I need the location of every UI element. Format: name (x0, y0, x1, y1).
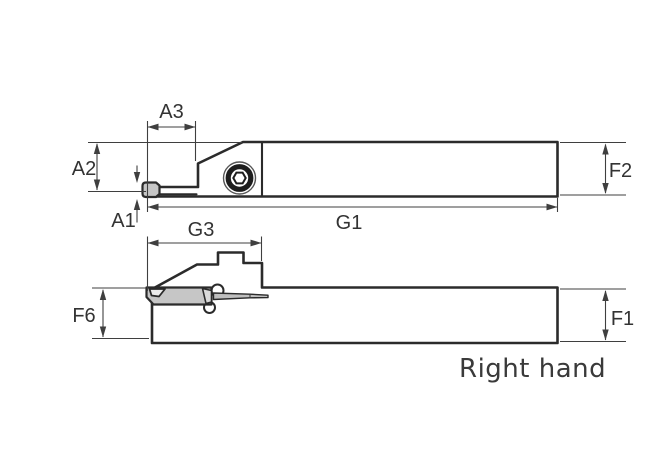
screw-hex-socket-icon (232, 171, 247, 185)
dimension-f6: F6 (72, 287, 149, 340)
dimension-a3: A3 (146, 101, 197, 212)
bottom-view-body-outline (150, 251, 559, 345)
dimension-a1: A1 (111, 165, 141, 232)
arrowhead-down (602, 183, 609, 194)
arrowhead-up (133, 199, 141, 210)
label-f6: F6 (72, 305, 95, 327)
handedness-caption: Right hand (459, 354, 606, 384)
dimension-a2: A2 (72, 141, 242, 193)
screw-outer-circle (222, 161, 257, 195)
arrowhead-up (99, 289, 107, 300)
dimension-f1: F1 (560, 288, 634, 343)
label-g1: G1 (336, 212, 363, 234)
arrowhead-left (147, 123, 159, 131)
arrowhead-left (147, 203, 159, 211)
top-side-view: A3 A2 A1 G1 (72, 101, 632, 234)
arrowhead-right (546, 203, 558, 211)
label-a1: A1 (111, 210, 135, 232)
top-view-insert-tip (141, 181, 161, 199)
arrowhead-right (250, 239, 262, 247)
clamp-wedge (201, 287, 213, 305)
label-f1: F1 (611, 308, 634, 330)
arrowhead-up (93, 143, 101, 154)
dimension-g1: G1 (147, 198, 559, 234)
insert-tip-facet (148, 288, 166, 298)
arrowhead-up (602, 143, 609, 155)
dimension-g3: G3 (146, 219, 263, 291)
label-a3: A3 (159, 101, 183, 123)
dimension-f2: F2 (560, 141, 632, 196)
bottom-side-view: G3 F6 F1 (72, 219, 634, 345)
arrowhead-down (602, 329, 609, 341)
arrowhead-down (133, 172, 141, 183)
top-view-body-outline (147, 140, 559, 198)
label-g3: G3 (188, 219, 215, 241)
arrowhead-left (147, 239, 159, 247)
arrowhead-right (184, 123, 196, 131)
arrowhead-up (602, 290, 609, 301)
label-f2: F2 (609, 160, 632, 182)
arrowhead-down (99, 326, 107, 338)
arrowhead-down (93, 179, 101, 191)
label-a2: A2 (72, 158, 96, 180)
